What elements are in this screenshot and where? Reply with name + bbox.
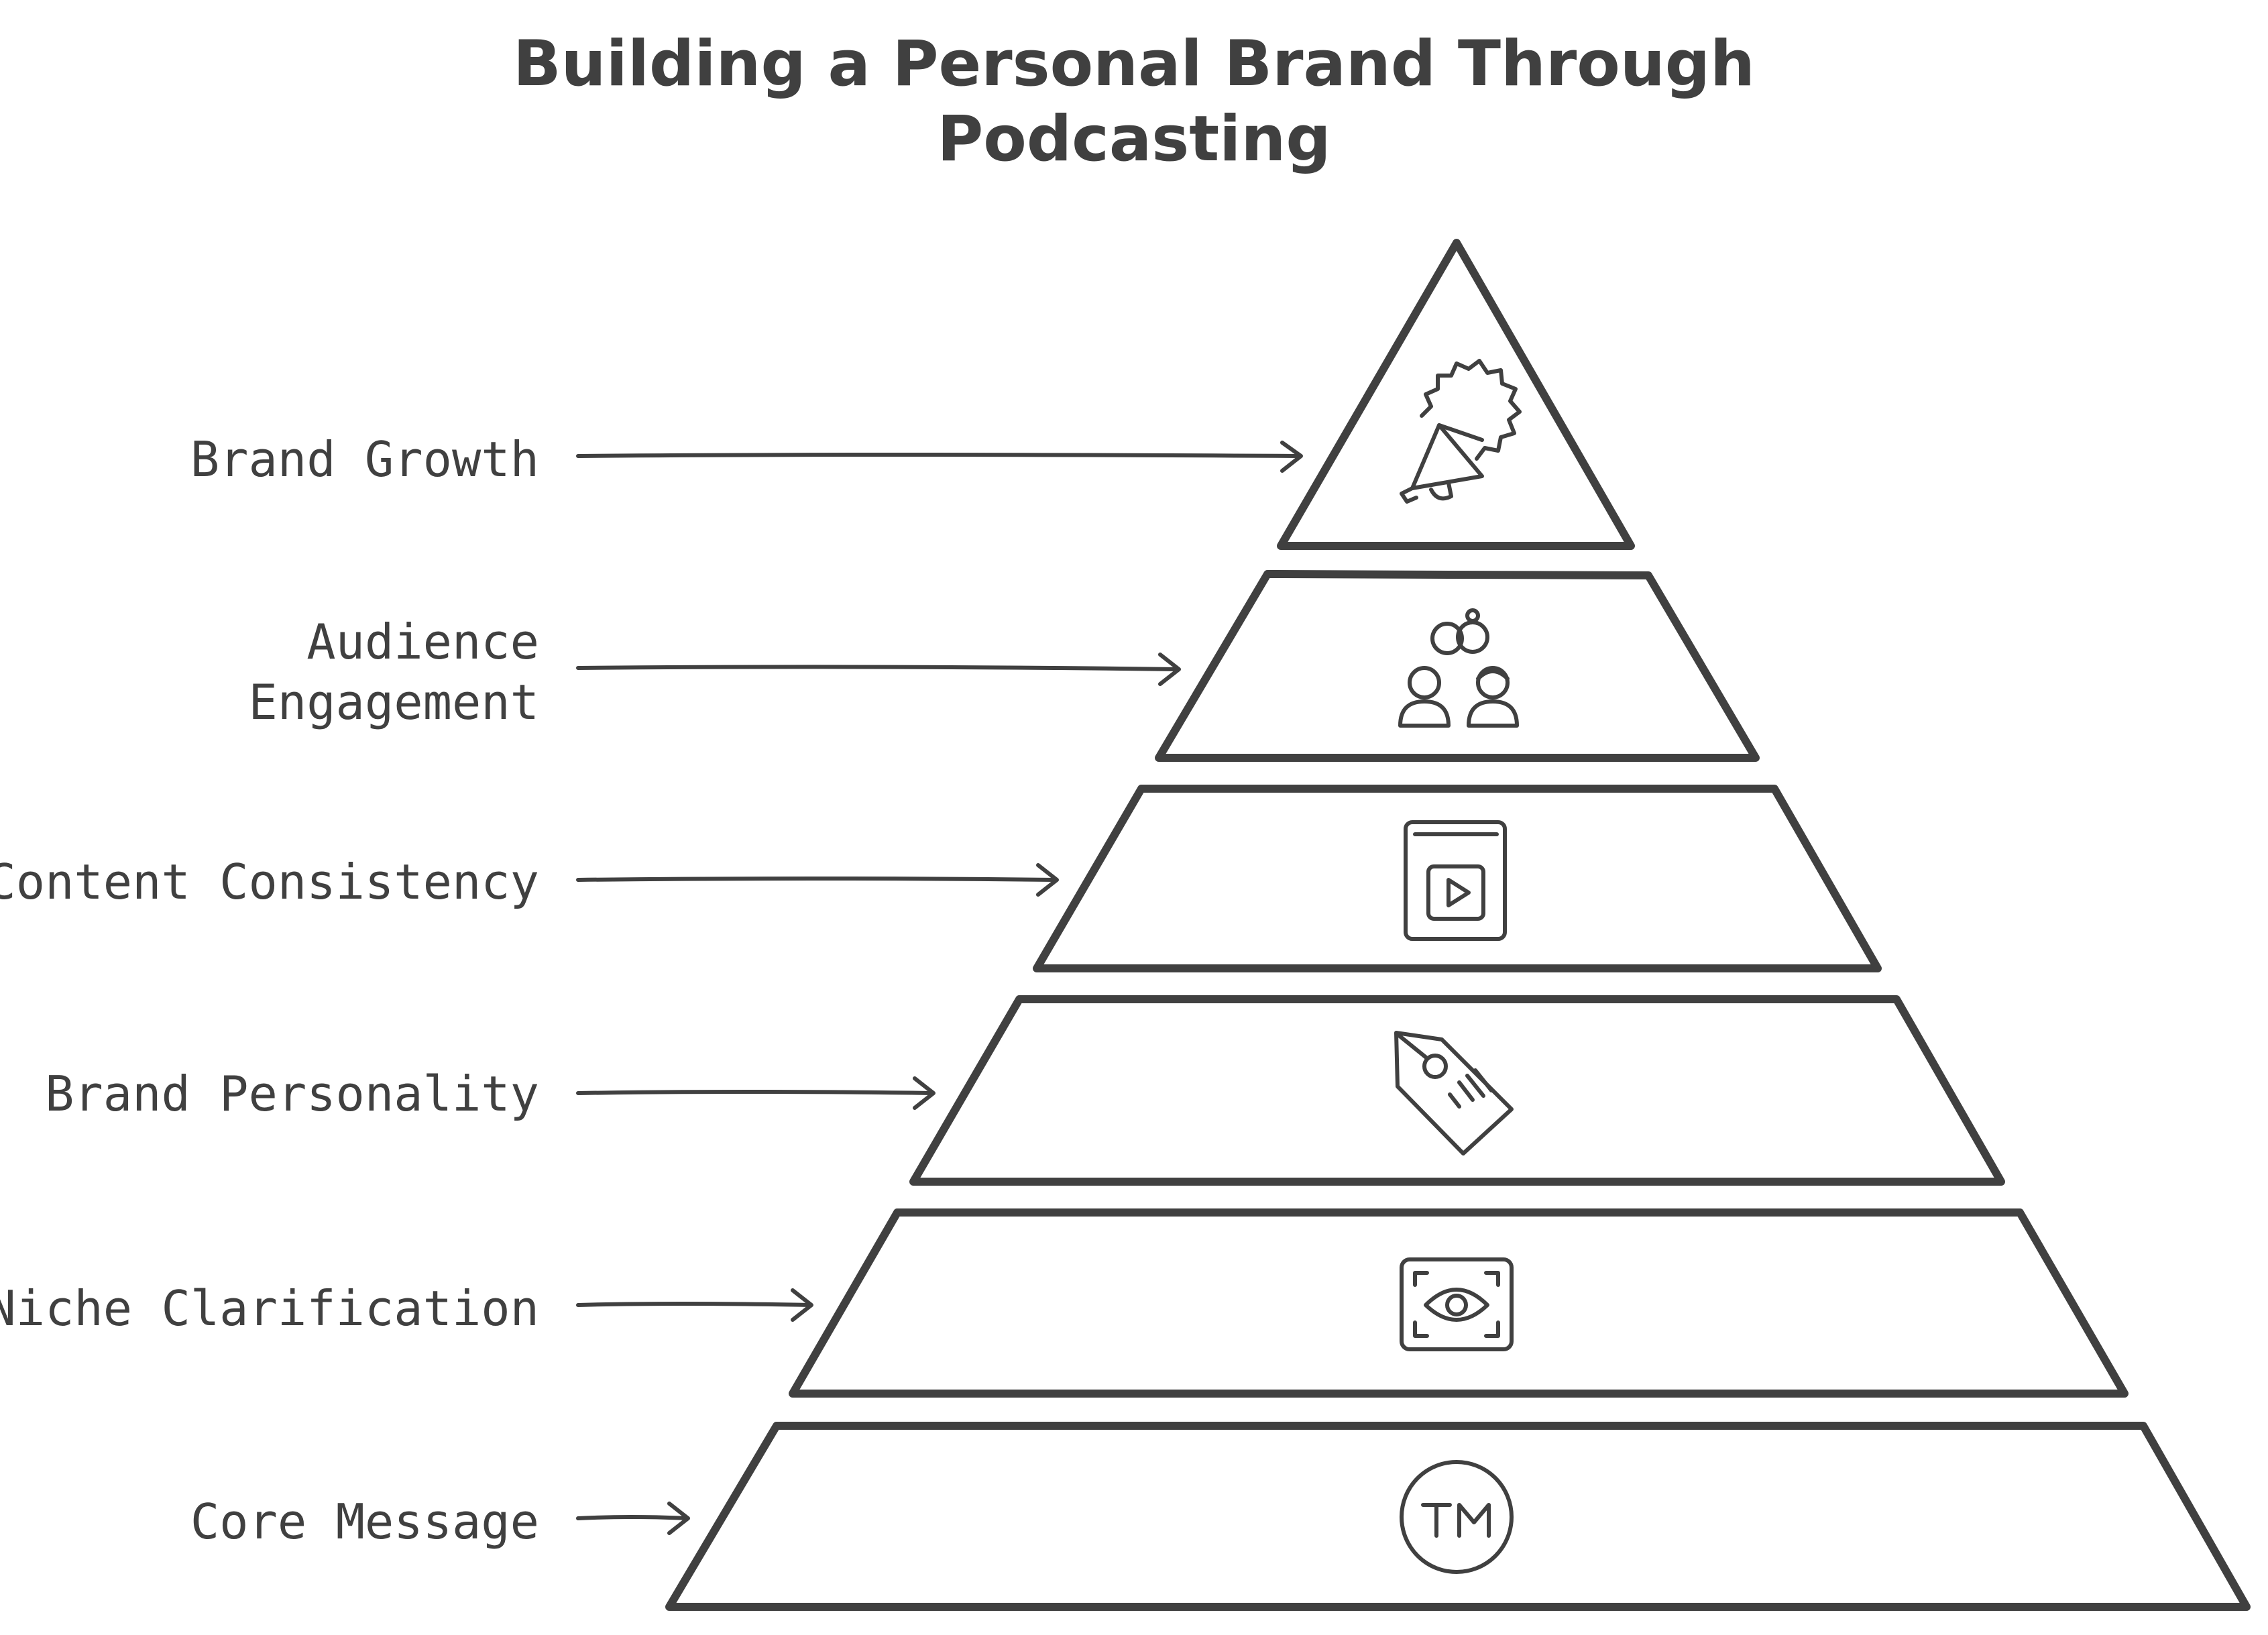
level-label-audience-engagement-line1: Audience [306, 614, 539, 670]
trademark-icon [1400, 1460, 1514, 1574]
arrow-brand-growth [576, 441, 1303, 473]
pyramid-layer-niche-clarification [789, 1208, 2129, 1398]
diagram-title: Building a Personal Brand Through Podcas… [0, 27, 2268, 177]
pyramid-layer-brand-growth [1277, 239, 1635, 550]
megaphone-icon [1400, 359, 1522, 504]
arrow-core-message [576, 1502, 690, 1535]
level-label-niche-clarification: Niche Clarification [0, 1280, 539, 1337]
level-label-brand-personality: Brand Personality [45, 1066, 539, 1122]
arrow-brand-personality [576, 1076, 935, 1110]
people-icon [1398, 608, 1519, 728]
tag-icon [1394, 1031, 1514, 1155]
pyramid-layer-audience-engagement [1155, 570, 1760, 762]
arrow-audience-engagement [576, 653, 1181, 686]
level-label-content-consistency: Content Consistency [0, 854, 539, 910]
eye-focus-icon [1400, 1257, 1514, 1351]
arrow-niche-clarification [576, 1288, 813, 1322]
pyramid-layer-brand-personality [909, 995, 2005, 1186]
title-line-1: Building a Personal Brand Through [513, 27, 1755, 101]
level-label-audience-engagement-line2: Engagement [249, 674, 539, 730]
title-line-2: Podcasting [937, 103, 1331, 176]
video-player-icon [1404, 820, 1507, 941]
level-label-brand-growth: Brand Growth [190, 431, 539, 488]
level-label-core-message: Core Message [190, 1493, 539, 1550]
arrow-content-consistency [576, 863, 1059, 897]
pyramid-layer-content-consistency [1033, 785, 1882, 972]
